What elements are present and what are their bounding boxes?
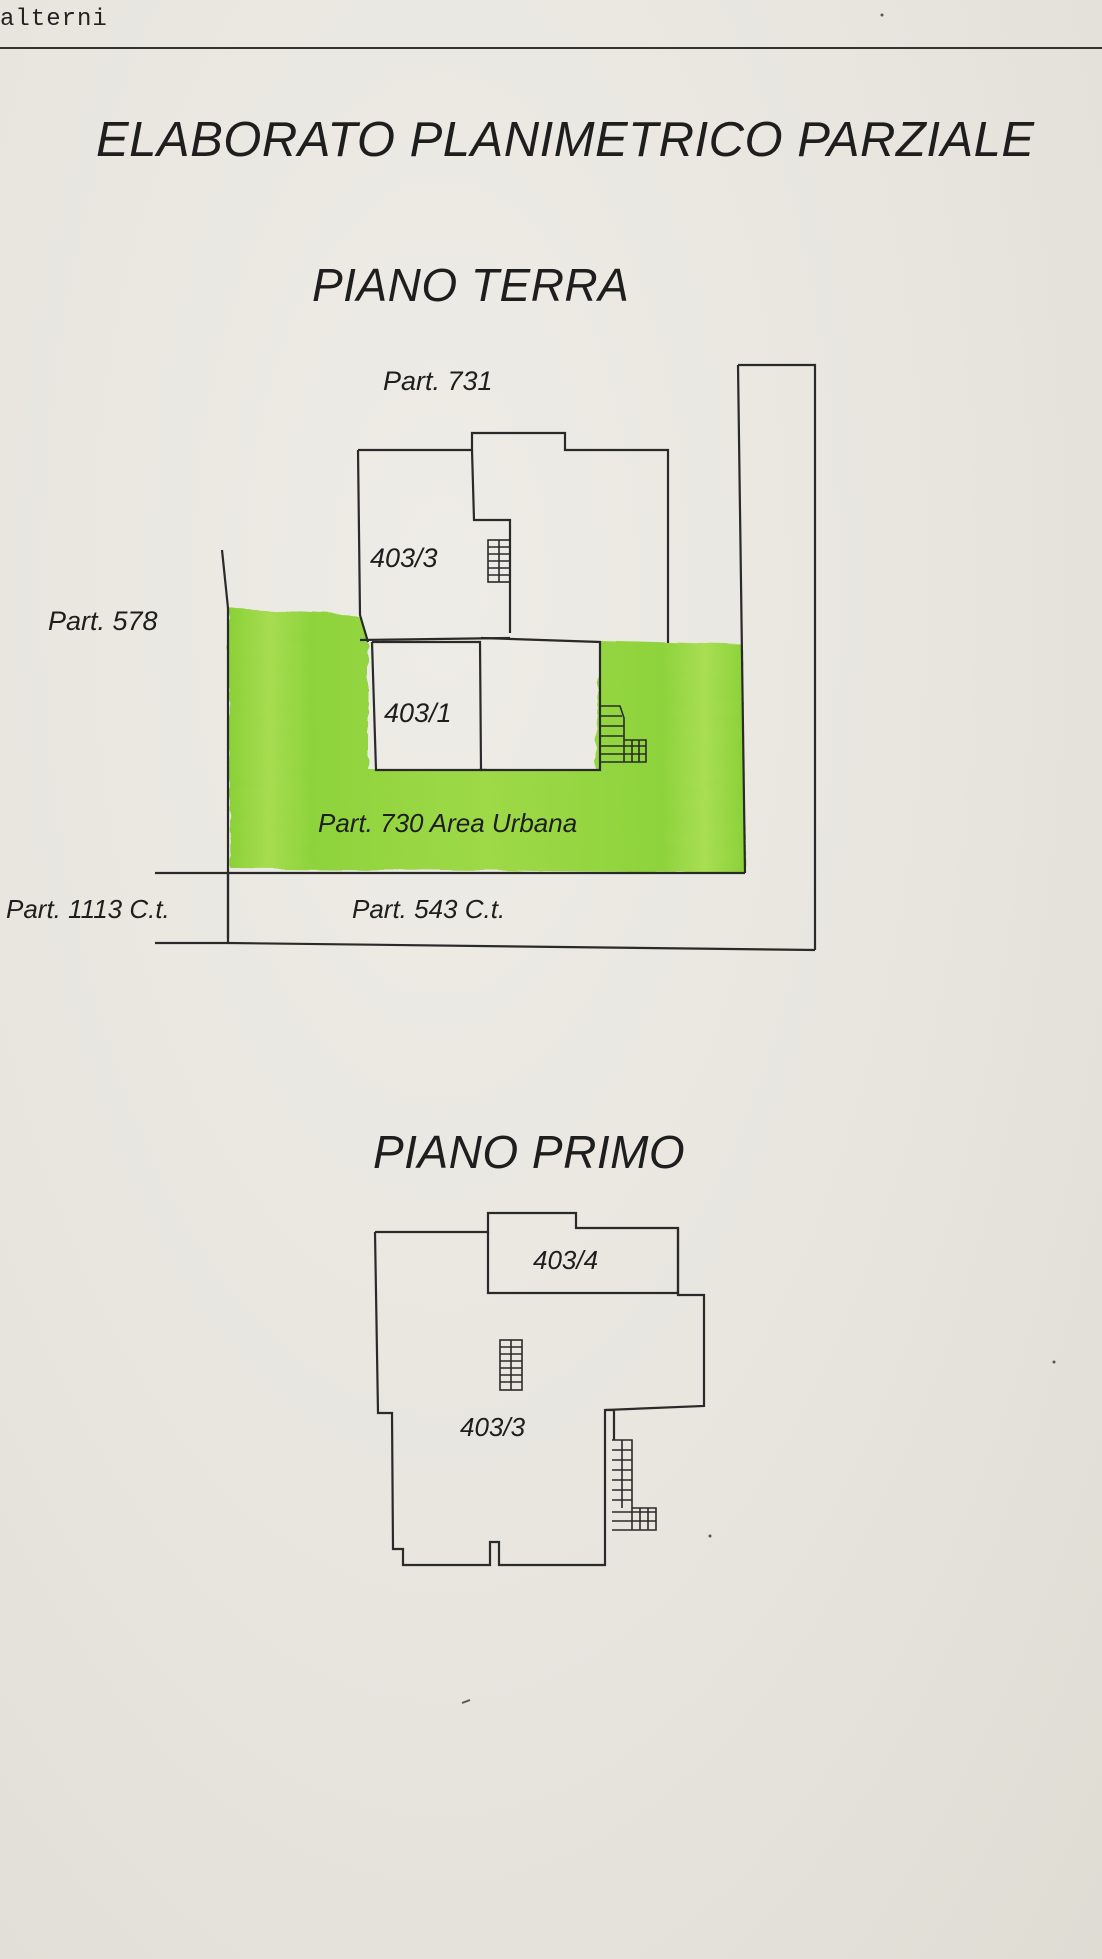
label-403-3-ground: 403/3: [370, 543, 438, 573]
building-403-3-outline: [358, 431, 670, 643]
first-floor-plan: 403/4 403/3: [373, 1211, 706, 1567]
label-part-730-area-urbana: Part. 730 Area Urbana: [318, 808, 577, 838]
first-floor-title: PIANO PRIMO: [373, 1126, 686, 1178]
room-403-4-outline: [486, 1228, 680, 1295]
label-403-3-first: 403/3: [460, 1412, 526, 1442]
corridor-outline: [480, 636, 602, 772]
label-part-543: Part. 543 C.t.: [352, 894, 505, 924]
right-strip-outline: [738, 363, 817, 950]
label-403-4: 403/4: [533, 1245, 598, 1275]
paper-speck: [880, 13, 884, 17]
stair-ground-upper: [487, 539, 511, 583]
label-403-1: 403/1: [384, 698, 452, 728]
stair-first-upper: [499, 1339, 523, 1391]
header-rule: [0, 47, 1102, 49]
label-part-578: Part. 578: [48, 606, 158, 636]
right-strip-inner: [736, 364, 747, 874]
first-403-3-outline: [373, 1211, 706, 1567]
first-stair-recess: [605, 1408, 616, 1440]
ground-floor-title: PIANO TERRA: [312, 259, 630, 311]
paper-speck: [1052, 1360, 1056, 1364]
stair-first-lower: [612, 1439, 657, 1531]
label-part-731: Part. 731: [383, 366, 493, 396]
area-urbana-highlight: [228, 608, 746, 873]
boundary-bottom: [155, 941, 816, 952]
paper-speck: [708, 1534, 712, 1538]
building-403-3-inner-divider: [470, 449, 512, 633]
stair-ground-lower: [600, 705, 647, 763]
label-part-1113: Part. 1113 C.t.: [6, 894, 170, 924]
page-title: ELABORATO PLANIMETRICO PARZIALE: [96, 113, 1035, 167]
paper-speck: [461, 1699, 471, 1704]
boundary-left-part-578: [220, 549, 230, 938]
building-403-3-left: [356, 449, 370, 643]
header-text: alterni: [0, 6, 108, 33]
ground-floor-plan: Part. 731 Part. 578 403/3 403/1 Part. 73…: [6, 363, 817, 952]
